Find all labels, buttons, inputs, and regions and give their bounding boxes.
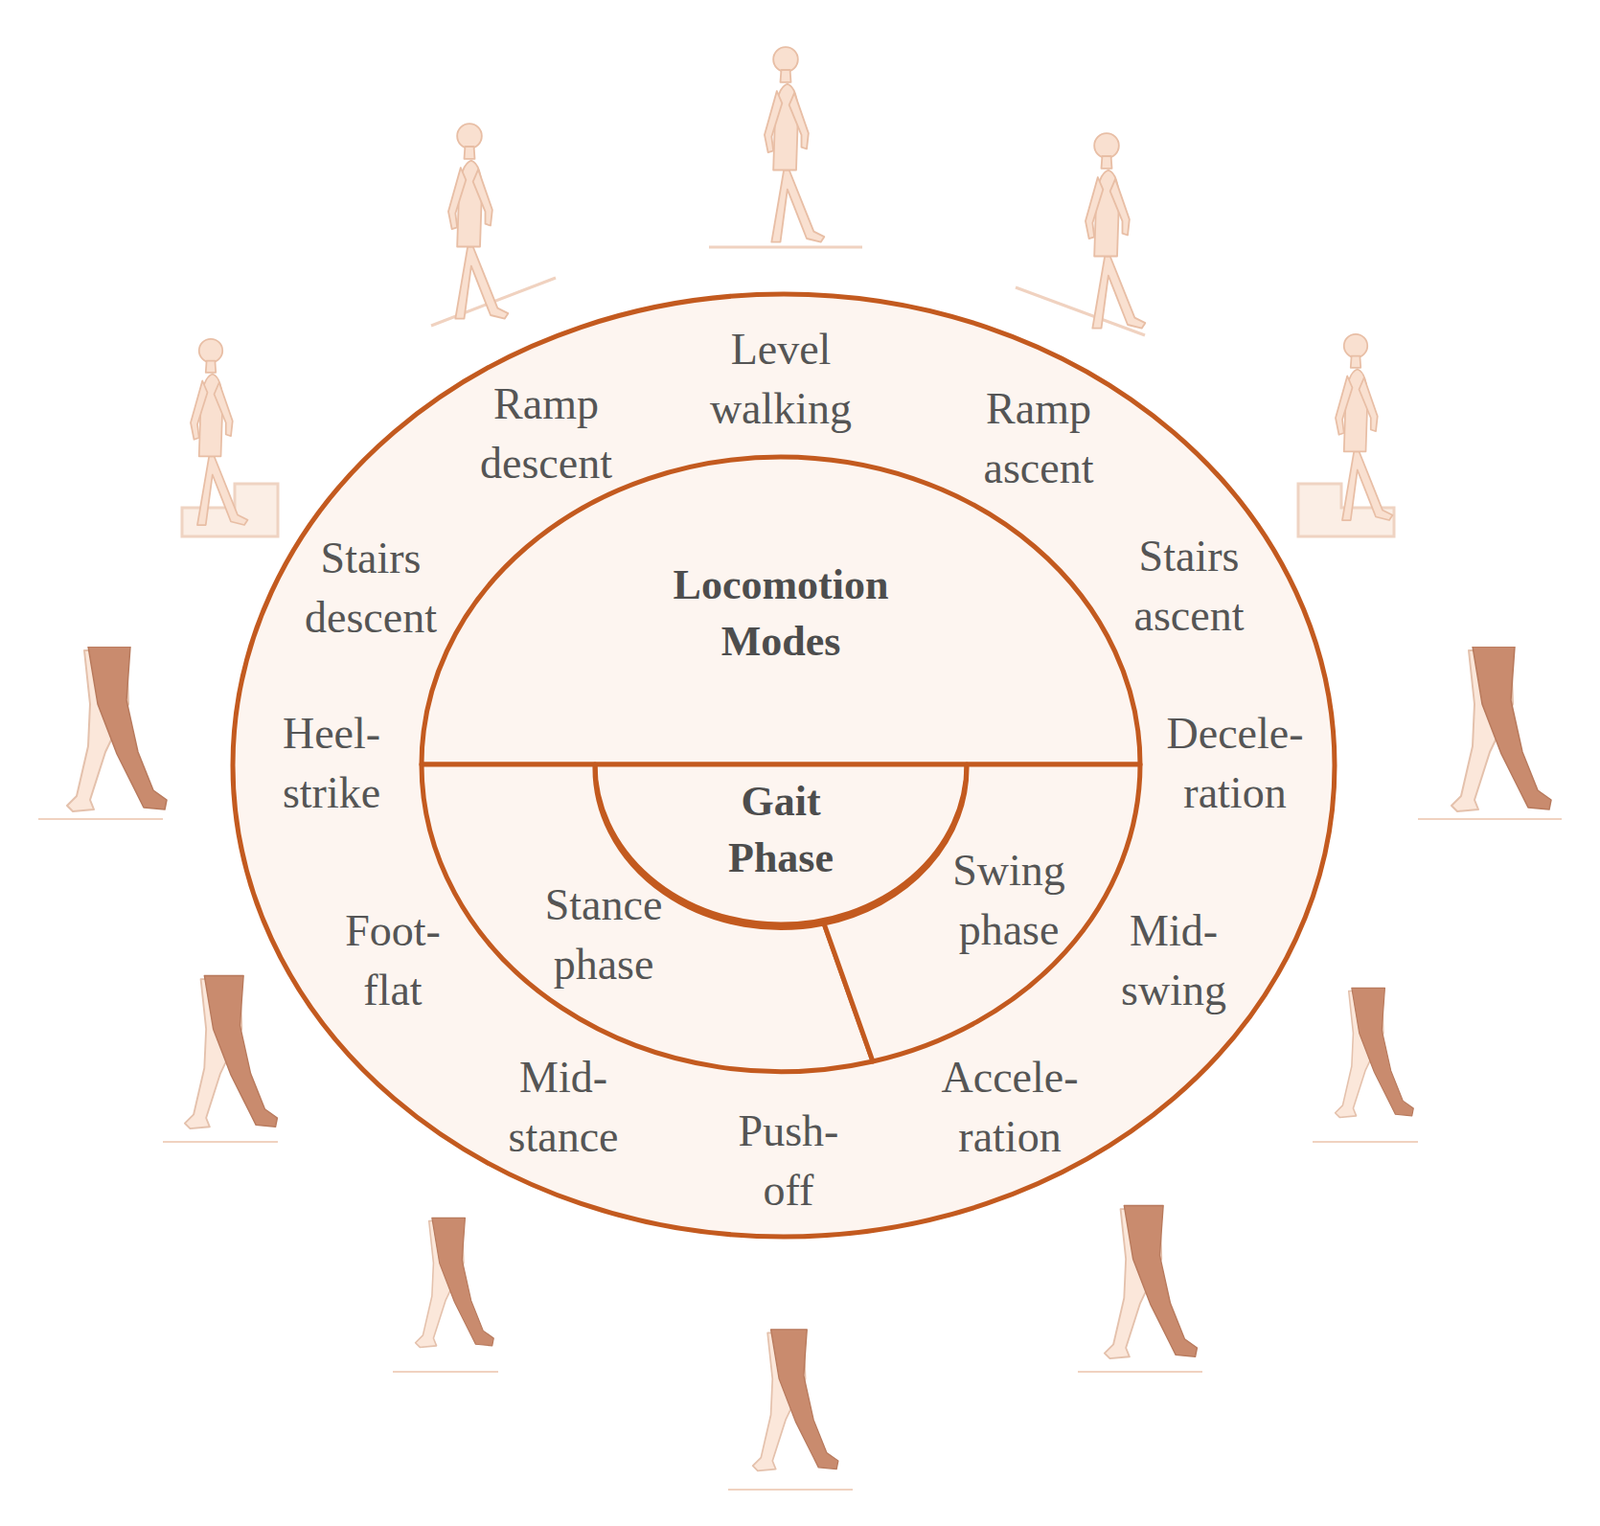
phase-label: Heel- strike xyxy=(282,704,381,823)
phase-label: Mid- stance xyxy=(508,1048,619,1167)
phase-label: Stairs ascent xyxy=(1134,526,1245,646)
swing-phase-region: Swing phase xyxy=(823,764,1141,1073)
outer-ring-ellipse: Stairs descent Ramp descent Level walking R… xyxy=(232,294,1335,1237)
outline-path xyxy=(421,764,873,1073)
phase-label: Mid- swing xyxy=(1120,901,1227,1021)
outline-path xyxy=(823,764,1141,1062)
phase-label: Swing phase xyxy=(952,841,1066,960)
phase-label: Ramp ascent xyxy=(983,379,1095,499)
phase-label: Level walking xyxy=(709,320,852,439)
phase-label: Ramp descent xyxy=(480,374,613,494)
phase-label: Push- off xyxy=(738,1101,840,1221)
phase-label: Stance phase xyxy=(545,875,663,995)
phase-label: Accele- ration xyxy=(941,1048,1079,1167)
section-title: Locomotion Modes xyxy=(673,556,890,671)
phase-label: Decele- ration xyxy=(1166,704,1304,823)
phase-label: Stairs descent xyxy=(304,528,437,648)
locomotion-half-ellipse: Locomotion Modes xyxy=(421,457,1141,765)
phase-label: Foot- flat xyxy=(344,901,441,1021)
outline-path xyxy=(421,457,1141,765)
outline-path xyxy=(232,294,1335,1237)
node-outline xyxy=(421,457,1141,765)
section-title: Gait Phase xyxy=(728,773,834,888)
stance-phase-region: Stance phase xyxy=(421,764,873,1073)
